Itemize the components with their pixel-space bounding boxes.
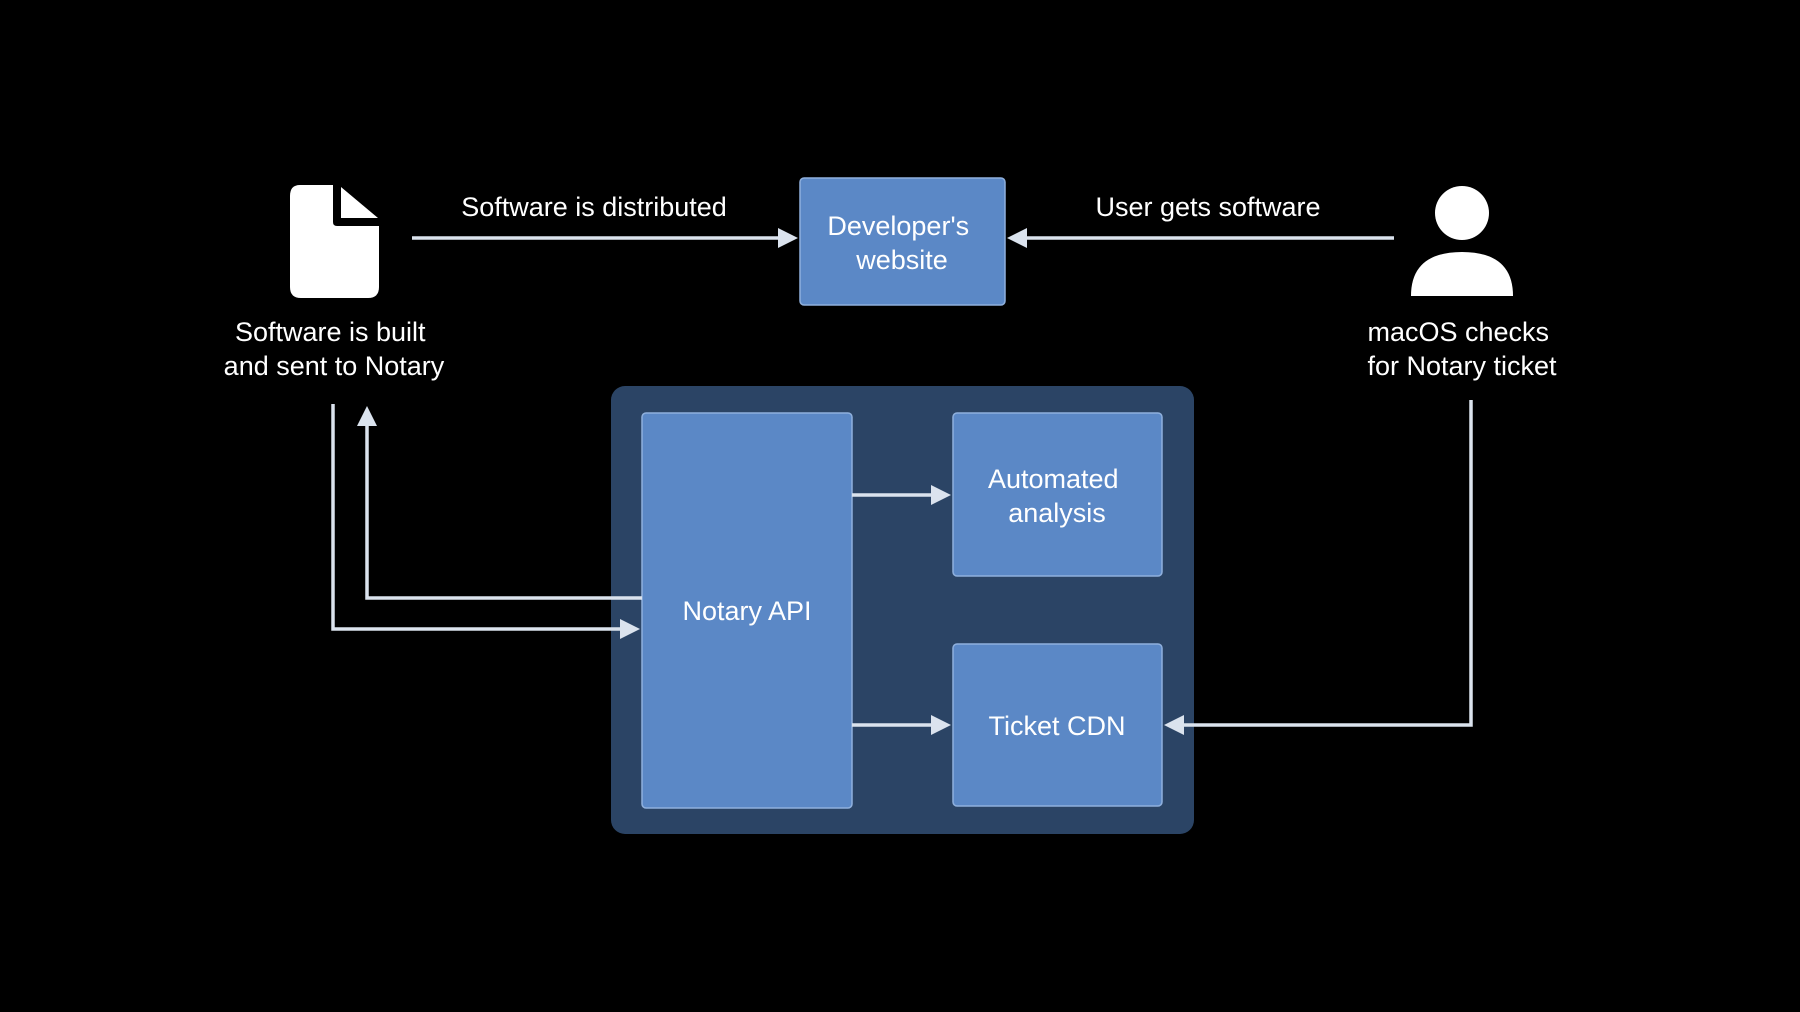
macos-check-line xyxy=(1182,400,1473,727)
developers-website-line-1: Developer's xyxy=(827,211,969,241)
software-built-line-2: and sent to Notary xyxy=(224,351,445,381)
api-to-cdn-arrowhead xyxy=(931,715,951,735)
macos-check-arrowhead xyxy=(1164,715,1184,735)
automated-analysis-label: Automated analysis xyxy=(988,464,1126,528)
notary-api-label: Notary API xyxy=(682,596,811,626)
document-icon xyxy=(290,185,379,298)
ticket-cdn-node: Ticket CDN xyxy=(952,643,1163,807)
automated-analysis-node: Automated analysis xyxy=(952,412,1163,577)
developers-website-node: Developer's website xyxy=(799,177,1006,306)
developers-website-label: Developer's website xyxy=(827,211,976,275)
distributed-arrowhead xyxy=(778,228,798,248)
user-gets-software-label: User gets software xyxy=(1095,192,1320,222)
software-distributed-label: Software is distributed xyxy=(461,192,727,222)
ticket-cdn-label: Ticket CDN xyxy=(988,711,1125,741)
automated-analysis-line-2: analysis xyxy=(1008,498,1106,528)
automated-analysis-line-1: Automated xyxy=(988,464,1119,494)
notary-api-node: Notary API xyxy=(641,412,853,809)
api-to-analysis-arrowhead xyxy=(931,485,951,505)
software-built-line-1: Software is built xyxy=(235,317,426,347)
software-built-label: Software is built and sent to Notary xyxy=(224,317,445,381)
macos-checks-line-1: macOS checks xyxy=(1367,317,1549,347)
automated-analysis-box xyxy=(952,412,1163,577)
user-gets-arrowhead xyxy=(1007,228,1027,248)
person-icon xyxy=(1411,186,1513,296)
developers-website-line-2: website xyxy=(855,245,948,275)
ticket-cdn-box xyxy=(952,643,1163,807)
submit-to-notary-line xyxy=(331,404,622,631)
notary-response-line xyxy=(365,425,642,600)
developers-website-box xyxy=(799,177,1006,306)
macos-checks-label: macOS checks for Notary ticket xyxy=(1367,317,1557,381)
notary-api-box xyxy=(641,412,853,809)
submit-to-notary-arrowhead xyxy=(620,619,640,639)
macos-checks-line-2: for Notary ticket xyxy=(1367,351,1557,381)
notary-response-arrowhead xyxy=(357,406,377,426)
